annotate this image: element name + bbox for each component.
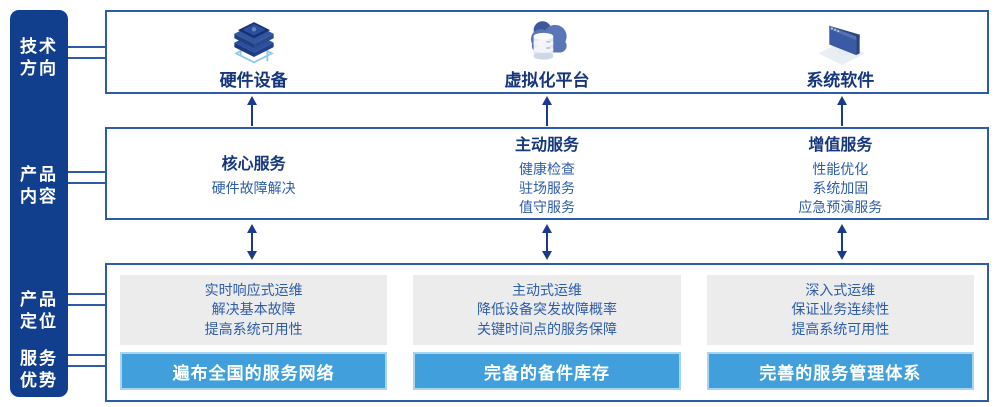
positioning-point: 提高系统可用性 — [791, 320, 890, 337]
up-arrow — [542, 96, 552, 126]
content-item: 性能优化 — [812, 160, 869, 177]
connector-line — [68, 293, 106, 295]
up-arrow — [837, 96, 847, 126]
content-item: 驻场服务 — [518, 179, 575, 196]
positioning-panel: 实时响应式运维 解决基本故障 提高系统可用性 — [120, 275, 388, 345]
content-col-core-service: 核心服务 硬件故障解决 — [107, 129, 400, 218]
sidebar-label-service-advantage: 服务 优势 — [10, 348, 68, 392]
cloud-database-icon — [530, 21, 567, 60]
content-col-title: 增值服务 — [808, 136, 873, 154]
sidebar-label-tech-direction: 技术 方向 — [10, 36, 68, 80]
position-col-proactive: 主动式运维 降低设备突发故障概率 关键时间点的服务保障 完备的备件库存 — [413, 275, 681, 390]
content-item: 值守服务 — [518, 198, 575, 215]
double-arrow — [542, 224, 552, 260]
code-window-icon: <> — [818, 25, 866, 65]
connector-line — [68, 304, 106, 306]
connector-line — [68, 57, 106, 59]
connector-line — [68, 365, 106, 367]
content-col-value-added-service: 增值服务 性能优化 系统加固 应急预演服务 — [694, 129, 987, 218]
positioning-point: 关键时间点的服务保障 — [476, 320, 617, 337]
content-item: 硬件故障解决 — [211, 179, 296, 196]
tech-item-label: 硬件设备 — [219, 71, 288, 90]
content-item: 健康检查 — [518, 160, 575, 177]
sidebar-label-line: 技术 — [20, 37, 58, 56]
positioning-point: 提高系统可用性 — [204, 320, 303, 337]
connector-line — [68, 171, 106, 173]
product-positioning-box: 实时响应式运维 解决基本故障 提高系统可用性 遍布全国的服务网络 主动式运维 降… — [105, 263, 989, 402]
double-arrow — [247, 224, 257, 260]
tech-item-label: 虚拟化平台 — [504, 71, 590, 90]
content-col-title: 主动服务 — [514, 136, 579, 154]
sidebar-label-line: 内容 — [20, 187, 58, 206]
positioning-panel: 主动式运维 降低设备突发故障概率 关键时间点的服务保障 — [413, 275, 681, 345]
position-col-realtime: 实时响应式运维 解决基本故障 提高系统可用性 遍布全国的服务网络 — [120, 275, 388, 390]
positioning-panel: 深入式运维 保证业务连续性 提高系统可用性 — [706, 275, 974, 345]
category-sidebar: 技术 方向 产品 内容 产品 定位 服务 优势 — [10, 10, 68, 397]
tech-direction-box: 硬件设备 虚拟化平台 — [105, 10, 989, 94]
positioning-point: 主动式运维 — [511, 281, 582, 298]
sidebar-label-line: 方向 — [20, 59, 58, 78]
sidebar-label-line: 产品 — [20, 165, 58, 184]
connector-line — [68, 354, 106, 356]
content-item: 应急预演服务 — [798, 198, 883, 215]
product-content-box: 核心服务 硬件故障解决 主动服务 健康检查 驻场服务 值守服务 增值服务 性能优… — [105, 127, 989, 220]
tech-item-label: 系统软件 — [806, 71, 875, 90]
server-stack-icon — [233, 22, 274, 64]
positioning-point: 解决基本故障 — [211, 301, 296, 318]
sidebar-label-line: 产品 — [20, 290, 58, 309]
sidebar-label-product-content: 产品 内容 — [10, 164, 68, 208]
sidebar-label-product-positioning: 产品 定位 — [10, 289, 68, 333]
tech-item-hardware: 硬件设备 — [107, 12, 400, 92]
sidebar-label-line: 服务 — [20, 349, 58, 368]
position-col-deep: 深入式运维 保证业务连续性 提高系统可用性 完善的服务管理体系 — [706, 275, 974, 390]
advantage-banner: 完善的服务管理体系 — [706, 352, 974, 390]
tech-item-virtualization: 虚拟化平台 — [400, 12, 693, 92]
content-col-title: 核心服务 — [221, 155, 286, 173]
sidebar-label-line: 优势 — [20, 371, 58, 390]
content-col-proactive-service: 主动服务 健康检查 驻场服务 值守服务 — [400, 129, 693, 218]
tech-item-system-software: <> 系统软件 — [694, 12, 987, 92]
positioning-point: 降低设备突发故障概率 — [476, 301, 617, 318]
sidebar-label-line: 定位 — [20, 312, 58, 331]
connector-line — [68, 182, 106, 184]
advantage-banner: 遍布全国的服务网络 — [120, 352, 388, 390]
positioning-point: 深入式运维 — [805, 281, 876, 298]
advantage-banner: 完备的备件库存 — [413, 352, 681, 390]
svg-text:<>: <> — [838, 48, 849, 60]
up-arrow — [247, 96, 257, 126]
positioning-point: 实时响应式运维 — [204, 281, 303, 298]
connector-line — [68, 46, 106, 48]
double-arrow — [837, 224, 847, 260]
content-item: 系统加固 — [812, 179, 869, 196]
positioning-point: 保证业务连续性 — [791, 301, 890, 318]
